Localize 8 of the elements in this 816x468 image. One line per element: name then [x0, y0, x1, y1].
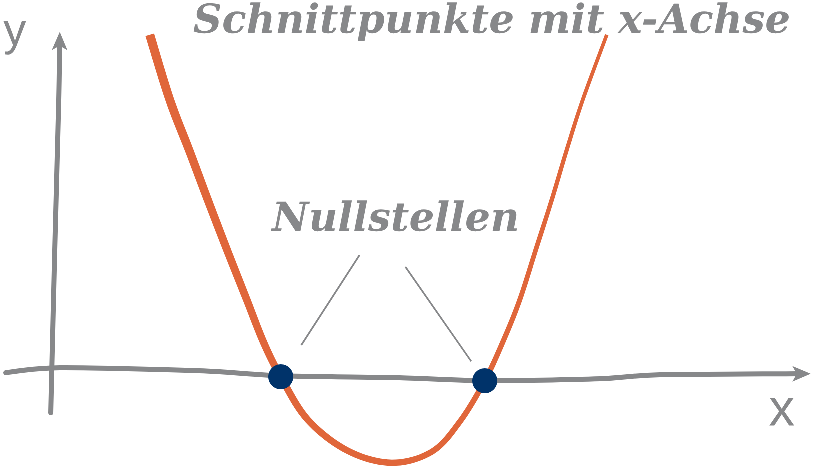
annotation-label: Nullstellen	[271, 200, 518, 232]
axis-label: x	[770, 398, 794, 426]
axis-label: y	[4, 21, 26, 55]
leader-line	[404, 266, 472, 362]
leader-line	[300, 254, 360, 346]
intersection-dot	[268, 364, 294, 390]
title: Schnittpunkte mit x-Achse	[194, 2, 789, 42]
intersection-dot	[472, 368, 498, 394]
